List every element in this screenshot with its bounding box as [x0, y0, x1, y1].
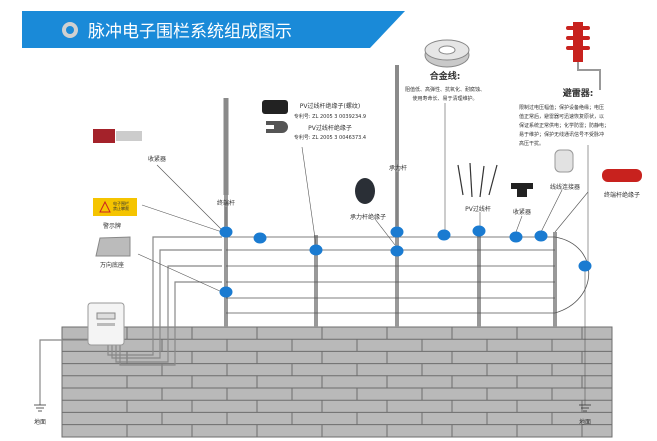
alloy-wire-spool-image — [424, 39, 470, 68]
pv-insulator-label: PV过线杆绝缘子 — [308, 124, 352, 132]
warning-sign-label: 警示牌 — [103, 222, 121, 230]
pv-insulator-thread-label: PV过线杆绝缘子(螺纹) — [300, 102, 360, 110]
connection-node — [219, 226, 233, 238]
load-pole-insulator-image — [355, 178, 375, 204]
pv-pole-label: PV过线杆 — [465, 205, 491, 213]
terminal-insulator-label: 终端杆绝缘子 — [604, 191, 640, 199]
lightning-arrester-image — [566, 22, 601, 90]
alloy-wire-title: 合金线: — [430, 70, 461, 82]
tensioner-left-image — [93, 129, 142, 143]
svg-text:易于维护；保护无线通讯信号不受脉冲: 易于维护；保护无线通讯信号不受脉冲 — [519, 131, 604, 138]
connection-node — [390, 245, 404, 257]
callout-lines — [137, 103, 589, 405]
svg-text:保证系统正常供电；化学防雷；防静电；: 保证系统正常供电；化学防雷；防静电； — [519, 122, 609, 129]
page-title: 脉冲电子围栏系统组成图示 — [88, 22, 292, 42]
connection-node — [253, 232, 267, 244]
load-pole-label: 承力杆 — [389, 164, 407, 172]
pv-pole-images — [457, 162, 498, 198]
pv-insulator-images — [262, 100, 288, 133]
tensioner-right-label: 收紧器 — [513, 208, 531, 216]
warning-sign-image: 电子围栏 禁止攀爬 — [93, 198, 137, 216]
fence-wires — [226, 236, 589, 314]
pv-insulator-patent: 专利号: ZL 2005 3 0046373.4 — [294, 134, 366, 141]
terminal-insulator-image — [602, 169, 642, 182]
tensioner-right-image — [511, 183, 533, 197]
connection-node — [472, 225, 486, 237]
ground-symbol-left — [34, 404, 46, 412]
fence-wire-loop — [554, 236, 589, 314]
brick-wall — [61, 326, 613, 438]
ground-left-label: 地面 — [34, 418, 46, 426]
connection-node — [578, 260, 592, 272]
wire-connector-label: 线线连接器 — [550, 183, 580, 191]
universal-base-image — [95, 236, 131, 257]
wire-connector-image — [554, 149, 574, 173]
title-bar: 脉冲电子围栏系统组成图示 — [22, 11, 405, 48]
svg-text:限制过电压幅值；保护设备绝缘；电压: 限制过电压幅值；保护设备绝缘；电压 — [519, 104, 604, 111]
connection-node — [309, 244, 323, 256]
connection-nodes — [219, 225, 592, 298]
load-pole-insulator-label: 承力杆绝缘子 — [350, 213, 386, 221]
ground-right-label: 地面 — [579, 418, 591, 426]
svg-text:值正常后，避雷器可迅速恢复原状，以: 值正常后，避雷器可迅速恢复原状，以 — [519, 113, 604, 120]
tensioner-left-label: 收紧器 — [148, 155, 166, 163]
svg-text:电子围栏: 电子围栏 — [113, 200, 129, 206]
pulse-controller — [87, 302, 125, 346]
connection-node — [437, 229, 451, 241]
alloy-wire-desc-2: 使用寿命长、易于清理维护。 — [412, 95, 477, 102]
connection-node — [390, 226, 404, 238]
svg-text:禁止攀爬: 禁止攀爬 — [113, 205, 129, 211]
connection-node — [509, 231, 523, 243]
controller-wiring — [39, 236, 222, 405]
arrester-title: 避雷器: — [563, 87, 594, 99]
svg-text:高压干扰。: 高压干扰。 — [519, 140, 544, 147]
terminal-pole-label: 终端杆 — [217, 199, 235, 207]
alloy-wire-desc-1: 阻值低、高弹性、抗氧化、耐腐蚀、 — [405, 86, 485, 93]
universal-base-label: 万向底座 — [100, 261, 124, 269]
connection-node — [219, 286, 233, 298]
ground-symbol-right — [579, 404, 591, 412]
connection-node — [534, 230, 548, 242]
arrester-description: 限制过电压幅值；保护设备绝缘；电压 值正常后，避雷器可迅速恢复原状，以 保证系统… — [519, 104, 609, 147]
pv-insulator-thread-patent: 专利号: ZL 2005 3 0039234.9 — [294, 113, 366, 120]
